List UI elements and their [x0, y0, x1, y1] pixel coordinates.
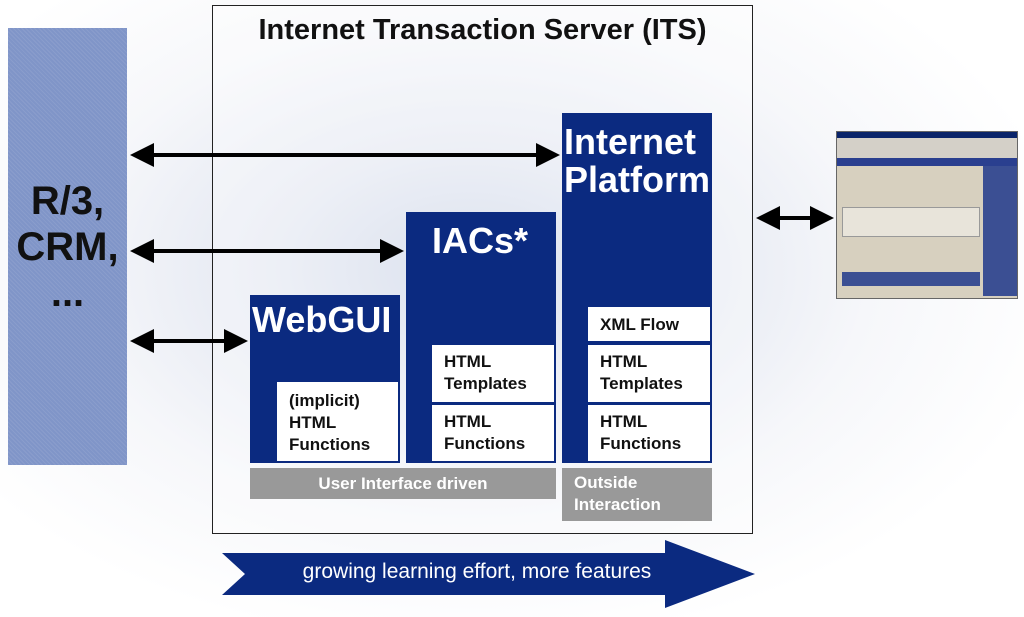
outside-interaction-label: Outside Interaction: [562, 468, 712, 521]
label-line: CRM,: [16, 224, 119, 269]
growth-arrow-label: growing learning effort, more features: [302, 560, 652, 583]
webgui-functions-box: (implicit) HTML Functions: [277, 382, 398, 461]
platform-title: Internet: [564, 121, 697, 162]
label-line: R/3,: [30, 178, 105, 223]
iacs-functions-box: HTML Functions: [432, 405, 554, 461]
browser-screenshot-thumbnail: [836, 131, 1018, 299]
growth-arrow: [222, 540, 755, 608]
label-line: ...: [50, 270, 85, 315]
ui-driven-label: User Interface driven: [250, 468, 556, 499]
xml-flow-box: XML Flow: [588, 307, 710, 341]
backend-systems-box: R/3,CRM,...: [8, 28, 127, 465]
webgui-title: WebGUI: [252, 299, 392, 340]
its-title: Internet Transaction Server (ITS): [258, 14, 707, 46]
iacs-templates-box: HTML Templates: [432, 345, 554, 402]
platform-functions-box: HTML Functions: [588, 405, 710, 461]
platform-title: Platform: [564, 159, 711, 200]
platform-templates-box: HTML Templates: [588, 345, 710, 402]
iacs-title: IACs*: [432, 220, 529, 261]
